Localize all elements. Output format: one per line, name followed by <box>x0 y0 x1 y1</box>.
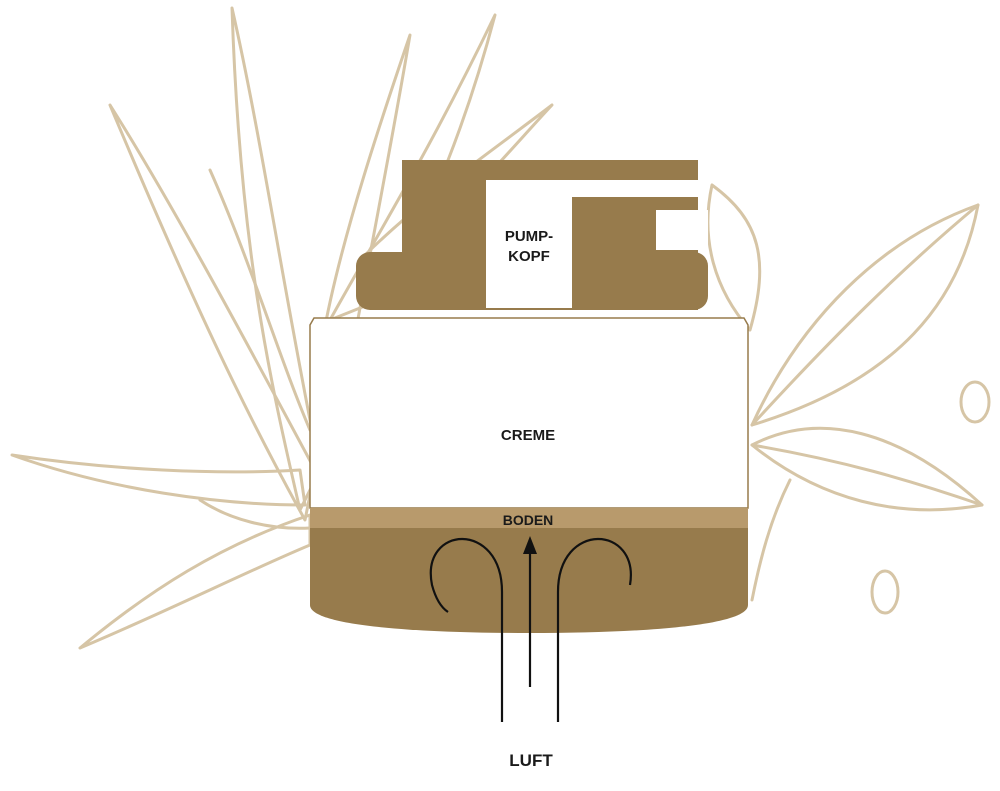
tea-seed-icon <box>959 380 991 424</box>
pump-head-label-2: KOPF <box>508 248 550 265</box>
pump-nozzle-notch <box>656 210 708 250</box>
aloe-leaf-icon <box>108 103 317 522</box>
cream-body <box>309 317 749 509</box>
air-curve-right <box>556 538 632 722</box>
aloe-leaf-icon <box>208 168 312 432</box>
pump-spout-top <box>402 160 698 180</box>
aloe-leaf-icon <box>198 498 312 530</box>
bottom-band <box>310 508 748 528</box>
tea-leaf-icon <box>706 183 762 332</box>
aloe-leaf-icon <box>10 453 307 507</box>
bottom-label: BODEN <box>503 512 554 528</box>
pump-nozzle-cutout <box>572 180 708 197</box>
aloe-leaf-icon <box>78 513 312 650</box>
tea-leaf-vein <box>750 443 984 507</box>
pump-head: PUMP- KOPF <box>356 160 708 310</box>
tea-seed-icon <box>870 569 900 615</box>
air-arrow-head-icon <box>523 536 537 554</box>
pump-head-window <box>486 180 572 308</box>
pump-head-label-1: PUMP- <box>505 228 553 245</box>
tea-leaf-vein <box>750 203 980 427</box>
air-label: LUFT <box>509 751 553 770</box>
curved-arrows-icon <box>429 538 632 722</box>
air-curve-left <box>429 538 504 722</box>
tea-leaf-icon <box>750 203 980 427</box>
aloe-leaf-icon <box>230 6 322 512</box>
cream-label: CREME <box>501 427 555 444</box>
tea-stem <box>750 478 792 602</box>
